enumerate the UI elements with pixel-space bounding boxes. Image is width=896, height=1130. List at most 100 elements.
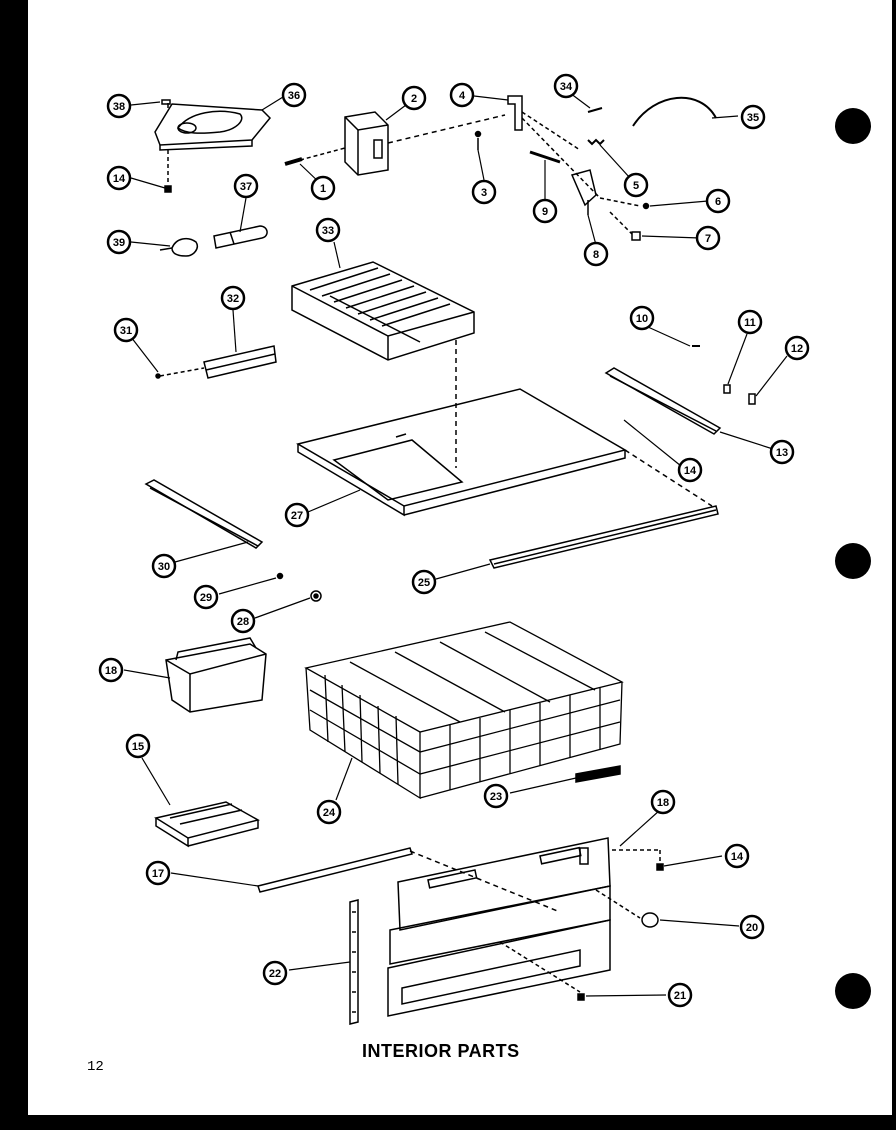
callout-number: 32 [227,293,239,305]
callout-number: 11 [744,317,756,329]
callout-31: 31 [113,317,139,343]
callout-circle [532,198,558,224]
callout-circle [284,502,310,528]
page-number: 12 [87,1059,104,1075]
callout-number: 3 [481,187,487,199]
callout-number: 25 [418,577,430,589]
callout-number: 38 [113,101,125,113]
binder-hole-bottom [835,973,871,1009]
part-wire-basket [304,621,624,800]
callout-circle [316,799,342,825]
callout-10: 10 [629,305,655,331]
callout-circle [315,217,341,243]
callout-6: 6 [705,188,731,214]
callout-27: 27 [284,502,310,528]
callout-circle [449,82,475,108]
callout-24: 24 [316,799,342,825]
callout-number: 28 [237,616,249,628]
callout-circle [233,173,259,199]
callout-18: 18 [650,789,676,815]
callout-number: 2 [411,93,417,105]
callout-22: 22 [262,960,288,986]
callout-number: 1 [320,183,326,195]
callout-14: 14 [724,843,750,869]
callout-circle [262,960,288,986]
callout-number: 39 [113,237,125,249]
callout-21: 21 [667,982,693,1008]
callout-34: 34 [553,73,579,99]
callout-13: 13 [769,439,795,465]
part-fan-cover [154,103,272,151]
callout-number: 37 [240,181,252,193]
callout-4: 4 [449,82,475,108]
callout-38: 38 [106,93,132,119]
callout-number: 12 [791,343,803,355]
callout-number: 31 [120,325,132,337]
callout-number: 23 [490,791,502,803]
callout-circle [677,457,703,483]
callout-circle [220,285,246,311]
callout-number: 14 [684,465,697,477]
callout-circle [553,73,579,99]
binder-hole-top [835,108,871,144]
callout-circle [125,733,151,759]
callout-33: 33 [315,217,341,243]
callout-number: 27 [291,510,303,522]
callout-number: 6 [715,196,721,208]
callout-8: 8 [583,241,609,267]
callout-number: 9 [542,206,548,218]
callout-5: 5 [623,172,649,198]
callout-circle [695,225,721,251]
callout-14: 14 [677,457,703,483]
callout-circle [281,82,307,108]
callout-circle [145,860,171,886]
callout-28: 28 [230,608,256,634]
callout-circle [193,584,219,610]
callout-number: 36 [288,90,300,102]
callout-circle [769,439,795,465]
callout-39: 39 [106,229,132,255]
callout-number: 8 [593,249,599,261]
callout-14: 14 [106,165,132,191]
callout-number: 7 [705,233,711,245]
callout-37: 37 [233,173,259,199]
callout-18: 18 [98,657,124,683]
callout-number: 14 [731,851,744,863]
part-kickplate [387,885,611,1017]
callout-23: 23 [483,783,509,809]
callout-circle [230,608,256,634]
callout-circle [623,172,649,198]
callout-number: 18 [105,665,117,677]
callout-number: 21 [674,990,686,1002]
callout-7: 7 [695,225,721,251]
callout-circle [106,93,132,119]
callout-circle [583,241,609,267]
callout-number: 5 [633,180,639,192]
callout-circle [724,843,750,869]
callout-number: 30 [158,561,170,573]
callout-circle [106,165,132,191]
callout-circle [113,317,139,343]
callout-circle [784,335,810,361]
callout-3: 3 [471,179,497,205]
callout-number: 4 [459,90,466,102]
callout-circle [629,305,655,331]
callout-25: 25 [411,569,437,595]
part-control-box [344,111,389,176]
callout-32: 32 [220,285,246,311]
callout-circle [740,104,766,130]
callout-9: 9 [532,198,558,224]
part-front-panel [397,837,611,931]
callout-12: 12 [784,335,810,361]
callout-1: 1 [310,175,336,201]
callout-circle [411,569,437,595]
callout-number: 20 [746,922,758,934]
part-bin [165,637,267,713]
callout-number: 10 [636,313,648,325]
binder-hole-middle [835,543,871,579]
callout-30: 30 [151,553,177,579]
callout-circle [106,229,132,255]
callout-circle [650,789,676,815]
callout-number: 33 [322,225,334,237]
callout-circle [401,85,427,111]
